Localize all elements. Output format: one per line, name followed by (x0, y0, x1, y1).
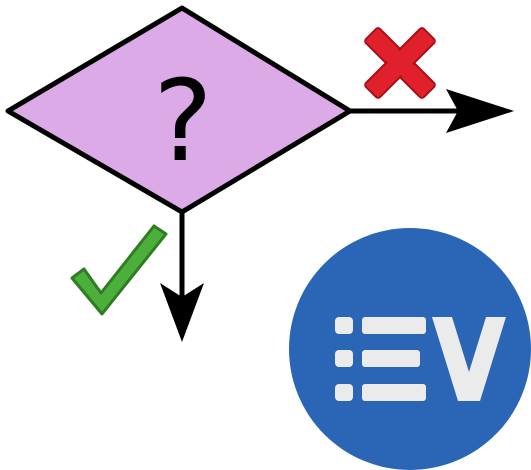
right-arrow (350, 89, 514, 133)
logo-background-circle (289, 228, 531, 470)
ev-logo-icon (289, 228, 531, 470)
down-arrow (160, 212, 204, 342)
question-mark: ? (153, 57, 212, 187)
green-checkmark-icon (70, 224, 168, 316)
red-x-icon (364, 27, 436, 99)
